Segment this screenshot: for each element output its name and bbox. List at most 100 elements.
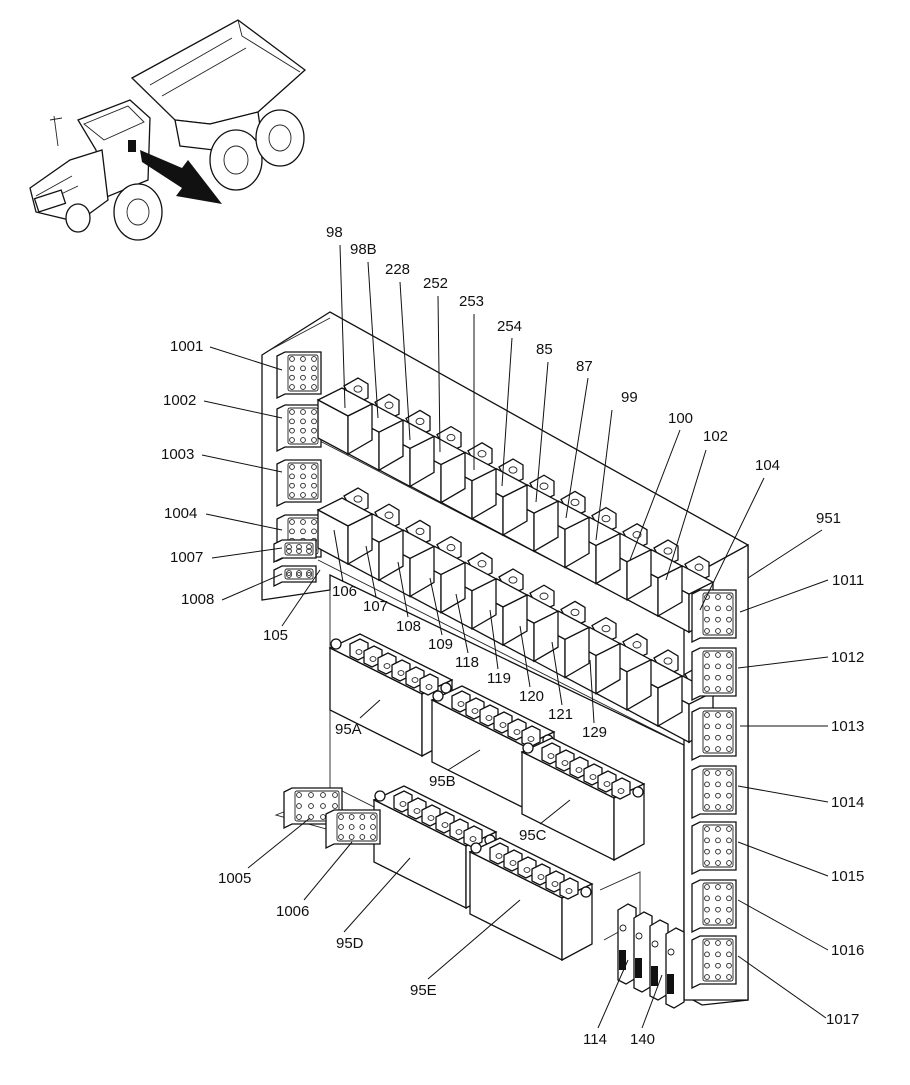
right-connector-column — [691, 589, 737, 990]
leader-line — [539, 799, 571, 825]
callout-1017: 1017 — [826, 1011, 859, 1028]
callout-254: 254 — [497, 318, 522, 335]
relay — [316, 487, 374, 566]
leader-line — [501, 337, 513, 487]
leader-line — [737, 785, 829, 803]
leader-line — [205, 513, 283, 531]
leader-line — [589, 659, 595, 724]
callout-1015: 1015 — [831, 868, 864, 885]
bottom-connector-1006 — [325, 809, 381, 850]
right-connector — [691, 707, 737, 762]
relay — [316, 377, 374, 456]
callout-85: 85 — [536, 341, 553, 358]
leader-line — [247, 817, 311, 869]
callout-252: 252 — [423, 275, 448, 292]
callout-105: 105 — [263, 627, 288, 644]
callout-108: 108 — [396, 618, 421, 635]
callout-1001: 1001 — [170, 338, 203, 355]
leader-line — [739, 579, 829, 613]
callout-1016: 1016 — [831, 942, 864, 959]
callout-121: 121 — [548, 706, 573, 723]
leader-line — [597, 959, 629, 1029]
leader-line — [489, 609, 499, 670]
right-connector — [691, 935, 737, 990]
fuse-holder-95e — [468, 837, 594, 962]
leader-line — [397, 561, 409, 618]
callout-118: 118 — [455, 654, 479, 671]
callout-95c: 95C — [519, 827, 547, 844]
callout-228: 228 — [385, 261, 410, 278]
callout-95d: 95D — [336, 935, 364, 952]
callout-99: 99 — [621, 389, 638, 406]
leader-line — [455, 593, 469, 654]
callout-102: 102 — [703, 428, 728, 445]
callout-labels: 98 98B 228 252 253 254 85 87 99 100 102 … — [161, 224, 864, 1048]
right-connector — [691, 821, 737, 876]
callout-1013: 1013 — [831, 718, 864, 735]
leader-line — [221, 573, 283, 601]
leader-line — [699, 477, 765, 611]
left-connector-column — [273, 351, 322, 588]
callout-120: 120 — [519, 688, 544, 705]
leader-line — [399, 281, 411, 441]
leader-line — [209, 346, 283, 371]
leader-line — [303, 841, 353, 901]
callout-253: 253 — [459, 293, 484, 310]
callout-1008: 1008 — [181, 591, 214, 608]
leader-line — [737, 899, 829, 951]
leader-line — [201, 454, 283, 473]
leader-line — [737, 841, 829, 877]
callout-95e: 95E — [410, 982, 437, 999]
right-connector — [691, 879, 737, 934]
leader-line — [747, 529, 823, 579]
callout-1003: 1003 — [161, 446, 194, 463]
leader-line — [333, 529, 344, 583]
callout-1005: 1005 — [218, 870, 251, 887]
callout-109: 109 — [428, 636, 453, 653]
terminal-block — [617, 903, 685, 1009]
leader-line — [737, 955, 827, 1019]
leader-line — [437, 295, 441, 453]
callout-1007: 1007 — [170, 549, 203, 566]
leader-line — [595, 409, 613, 541]
right-connector — [691, 765, 737, 820]
left-connector-small — [273, 539, 317, 564]
left-connector — [276, 351, 322, 400]
leader-line — [343, 857, 411, 933]
callout-951: 951 — [816, 510, 841, 527]
leader-line — [737, 656, 829, 669]
left-connector — [276, 404, 322, 453]
leader-line — [427, 899, 521, 980]
leader-lines — [201, 244, 829, 1029]
callout-87: 87 — [576, 358, 593, 375]
leader-line — [339, 244, 346, 409]
left-connector-small — [273, 565, 317, 588]
callout-95a: 95A — [335, 721, 362, 738]
callout-98: 98 — [326, 224, 343, 241]
leader-line — [551, 641, 563, 706]
leader-line — [519, 625, 531, 688]
callout-129: 129 — [582, 724, 607, 741]
leader-line — [281, 569, 321, 627]
callout-106: 106 — [332, 583, 357, 600]
fuse-holders — [328, 633, 646, 962]
bottom-components — [283, 787, 685, 1009]
leader-line — [367, 261, 379, 419]
callout-1006: 1006 — [276, 903, 309, 920]
right-connector — [691, 647, 737, 702]
location-arrow-icon — [140, 150, 222, 204]
leader-line — [211, 547, 283, 559]
truck-illustration — [29, 19, 307, 241]
callout-98b: 98B — [350, 241, 377, 258]
leader-line — [429, 577, 443, 636]
leader-line — [203, 400, 283, 419]
callout-100: 100 — [668, 410, 693, 427]
leader-line — [365, 545, 377, 598]
callout-107: 107 — [363, 598, 388, 615]
callout-104: 104 — [755, 457, 780, 474]
left-connector — [276, 459, 322, 508]
callout-140: 140 — [630, 1031, 655, 1048]
right-connector — [691, 589, 737, 644]
callout-1004: 1004 — [164, 505, 197, 522]
